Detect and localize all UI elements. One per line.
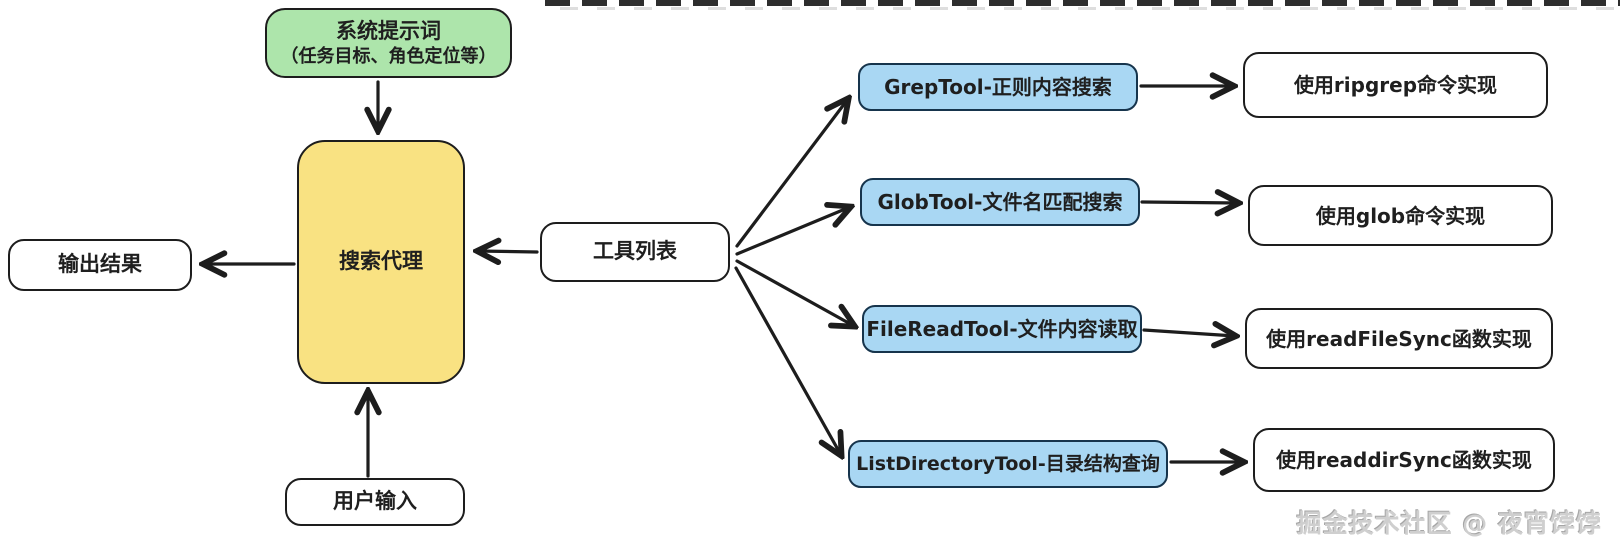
system-prompt-line1: 系统提示词 (336, 18, 441, 43)
impl-readdirsync-label: 使用readdirSync函数实现 (1276, 448, 1532, 472)
system-prompt-line2: （任务目标、角色定位等） (280, 45, 497, 67)
node-tool-glob: GlobTool-文件名匹配搜索 (860, 178, 1140, 226)
node-search-agent: 搜索代理 (297, 140, 465, 384)
node-user-input: 用户输入 (285, 478, 465, 526)
watermark: 掘金技术社区 @ 夜宵饽饽 (1296, 509, 1602, 538)
arrow-glob-to-impl (1140, 202, 1238, 203)
node-tool-list: 工具列表 (540, 222, 730, 282)
node-tool-grep: GrepTool-正则内容搜索 (858, 63, 1138, 111)
impl-glob-label: 使用glob命令实现 (1315, 203, 1486, 228)
arrow-toollist-to-listdir (734, 266, 841, 455)
top-edge-dashes (545, 0, 1620, 6)
output-result-label: 输出结果 (58, 252, 142, 277)
node-output-result: 输出结果 (8, 239, 192, 291)
impl-ripgrep-label: 使用ripgrep命令实现 (1293, 73, 1498, 97)
search-agent-label: 搜索代理 (339, 249, 423, 274)
arrow-fileread-to-impl (1142, 330, 1235, 336)
arrow-toollist-to-grep (735, 99, 848, 248)
node-tool-fileread: FileReadTool-文件内容读取 (862, 305, 1142, 353)
node-tool-listdir: ListDirectoryTool-目录结构查询 (848, 440, 1168, 488)
user-input-label: 用户输入 (333, 489, 417, 514)
node-impl-readfilesync: 使用readFileSync函数实现 (1245, 308, 1553, 369)
node-impl-readdirsync: 使用readdirSync函数实现 (1253, 428, 1555, 492)
tool-grep-label: GrepTool-正则内容搜索 (884, 75, 1112, 99)
node-system-prompt: 系统提示词 （任务目标、角色定位等） (265, 8, 512, 78)
tool-listdir-label: ListDirectoryTool-目录结构查询 (856, 452, 1160, 475)
tool-fileread-label: FileReadTool-文件内容读取 (866, 317, 1138, 341)
tool-glob-label: GlobTool-文件名匹配搜索 (877, 190, 1123, 214)
node-impl-glob: 使用glob命令实现 (1248, 185, 1553, 246)
arrow-toollist-to-fileread (735, 259, 854, 326)
arrow-toollist-to-agent (478, 251, 539, 252)
impl-readfilesync-label: 使用readFileSync函数实现 (1266, 326, 1532, 351)
tool-list-label: 工具列表 (593, 239, 677, 264)
arrow-toollist-to-glob (735, 207, 850, 256)
node-impl-ripgrep: 使用ripgrep命令实现 (1243, 52, 1548, 118)
top-edge-dashes-faint (560, 7, 1620, 10)
